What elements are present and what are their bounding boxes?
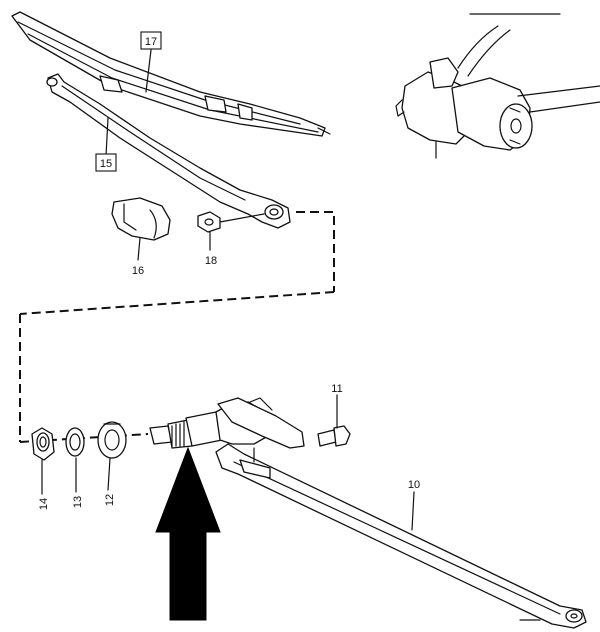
callout-box-17 <box>140 31 162 50</box>
callout-17: 17 <box>145 36 157 48</box>
rubber-seal <box>97 421 127 459</box>
callout-11: 11 <box>331 383 342 395</box>
spindle-washer <box>65 427 85 457</box>
callout-18: 18 <box>205 255 217 267</box>
callout-13: 13 <box>72 496 84 508</box>
callout-15: 15 <box>100 158 112 170</box>
wiper-arm <box>46 73 291 229</box>
wiper-motor <box>395 13 600 159</box>
callout-16: 16 <box>132 265 144 277</box>
connection-lines <box>19 211 335 443</box>
mounting-bolt <box>317 394 351 447</box>
wiper-blade <box>11 11 331 137</box>
callout-10: 10 <box>408 479 420 491</box>
arm-cap <box>111 197 171 241</box>
callout-12: 12 <box>104 494 116 506</box>
callout-box-15 <box>95 153 117 172</box>
leader-lines <box>41 49 415 531</box>
spindle-nut <box>31 427 55 461</box>
arm-nut <box>197 211 265 233</box>
callout-14: 14 <box>38 498 50 510</box>
up-arrow-icon <box>155 446 221 621</box>
linkage-assembly <box>149 397 587 629</box>
